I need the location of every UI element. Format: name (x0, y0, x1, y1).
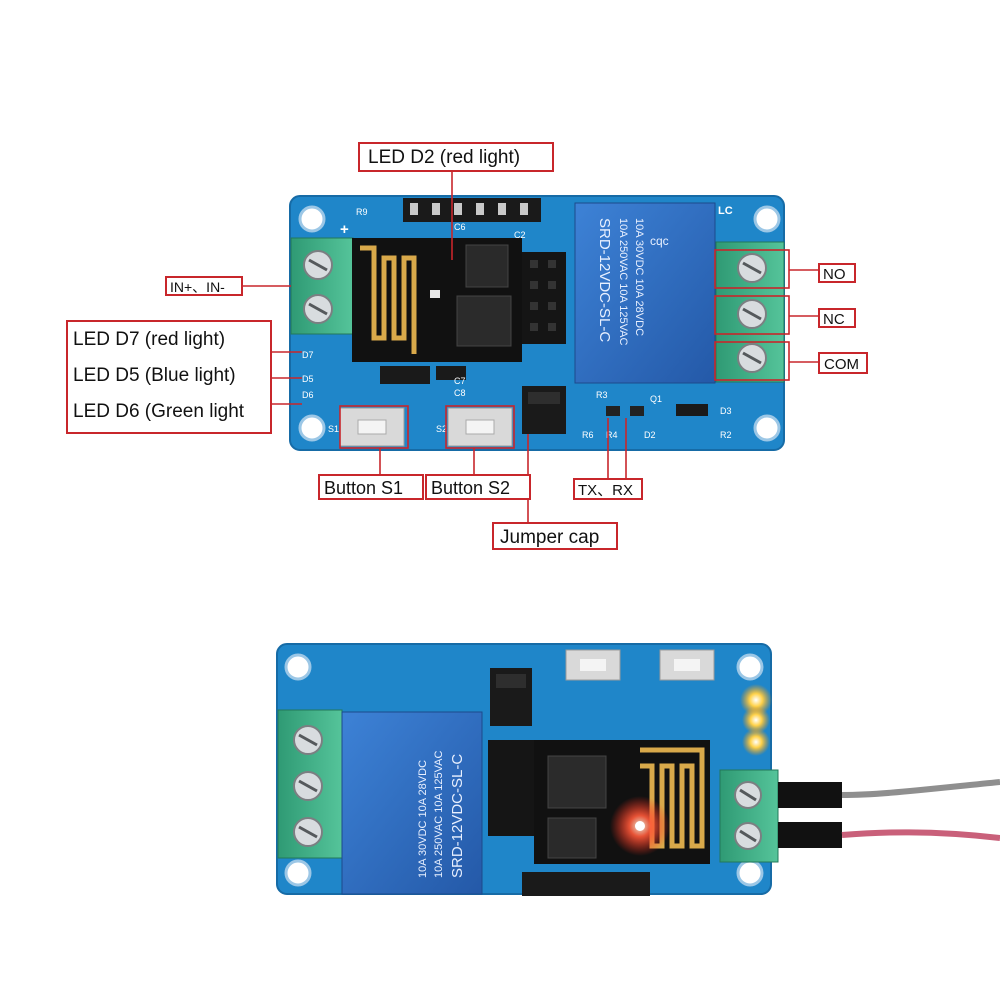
silk-c6: C6 (454, 222, 466, 232)
callout-com: COM (818, 352, 868, 374)
callout-led-d5: LED D5 (Blue light) (73, 365, 236, 386)
jumper-cap-part (522, 386, 566, 434)
mounting-hole-icon (298, 205, 326, 233)
callout-in-terminals: IN+、IN- (165, 276, 243, 296)
silk-plus: + (340, 221, 349, 238)
button-s1-part (339, 407, 405, 447)
silk-q1: Q1 (650, 394, 662, 404)
led-glow (635, 821, 645, 831)
bottom-board: SRD-12VDC-SL-C 10A 250VAC 10A 125VAC 10A… (276, 643, 1000, 896)
led-glow (742, 706, 770, 734)
silk-r6: R6 (582, 430, 594, 440)
mounting-hole-icon (753, 414, 781, 442)
esp01-module (352, 238, 522, 362)
output-terminal-block (277, 709, 343, 859)
callout-button-s1: Button S1 (318, 474, 424, 500)
relay: SRD-12VDC-SL-C 10A 250VAC 10A 125VAC 10A… (341, 711, 483, 895)
input-terminal-block (290, 237, 354, 335)
button-s2-part (447, 407, 513, 447)
female-header (522, 252, 566, 344)
silk-r4: R4 (606, 430, 618, 440)
callout-nc: NC (818, 308, 856, 328)
silk-s2: S2 (436, 424, 447, 434)
pin-header (403, 198, 541, 222)
mounting-hole-icon (753, 205, 781, 233)
silk-d7: D7 (302, 350, 314, 360)
top-board: SRD-12VDC-SL-C 10A 250VAC 10A 125VAC 10A… (243, 172, 818, 522)
silk-d3: D3 (720, 406, 732, 416)
mounting-hole-icon (736, 859, 764, 887)
silk-c7: C7 (454, 376, 466, 386)
relay: SRD-12VDC-SL-C 10A 250VAC 10A 125VAC 10A… (574, 202, 716, 384)
silk-s1: S1 (328, 424, 339, 434)
relay-rating-text: 10A 250VAC 10A 125VAC (433, 751, 445, 878)
silk-d6: D6 (302, 390, 314, 400)
silk-d5: D5 (302, 374, 314, 384)
output-terminal-block (715, 241, 785, 383)
relay-brand-text: cqc (650, 234, 669, 248)
callout-led-d2: LED D2 (red light) (358, 142, 554, 172)
mounting-hole-icon (298, 414, 326, 442)
relay-rating-text: 10A 250VAC 10A 125VAC (617, 218, 629, 345)
connected-wires (778, 779, 1000, 848)
callout-leds: LED D7 (red light) LED D5 (Blue light) L… (66, 320, 272, 434)
silk-r2: R2 (720, 430, 732, 440)
led-glow (742, 728, 770, 756)
callout-no: NO (818, 263, 856, 283)
mounting-hole-icon (736, 653, 764, 681)
callout-led-d6: LED D6 (Green light (73, 401, 245, 422)
mounting-hole-icon (284, 859, 312, 887)
relay-rating-text: 10A 30VDC 10A 28VDC (417, 760, 429, 878)
silk-d2: D2 (644, 430, 656, 440)
silk-board-mark: LC (718, 205, 733, 217)
callout-tx-rx: TX、RX (573, 478, 643, 500)
silk-c2: C2 (514, 230, 526, 240)
led-glow (740, 684, 772, 716)
input-terminal-block (719, 769, 779, 863)
relay-model-text: SRD-12VDC-SL-C (596, 218, 613, 342)
callout-button-s2: Button S2 (425, 474, 531, 500)
relay-rating-text: 10A 30VDC 10A 28VDC (633, 218, 645, 336)
silk-c8: C8 (454, 388, 466, 398)
callout-jumper-cap: Jumper cap (492, 522, 618, 550)
mounting-hole-icon (284, 653, 312, 681)
silk-r9: R9 (356, 207, 368, 217)
relay-model-text: SRD-12VDC-SL-C (449, 754, 466, 878)
callout-led-d7: LED D7 (red light) (73, 329, 226, 350)
silk-r3: R3 (596, 390, 608, 400)
